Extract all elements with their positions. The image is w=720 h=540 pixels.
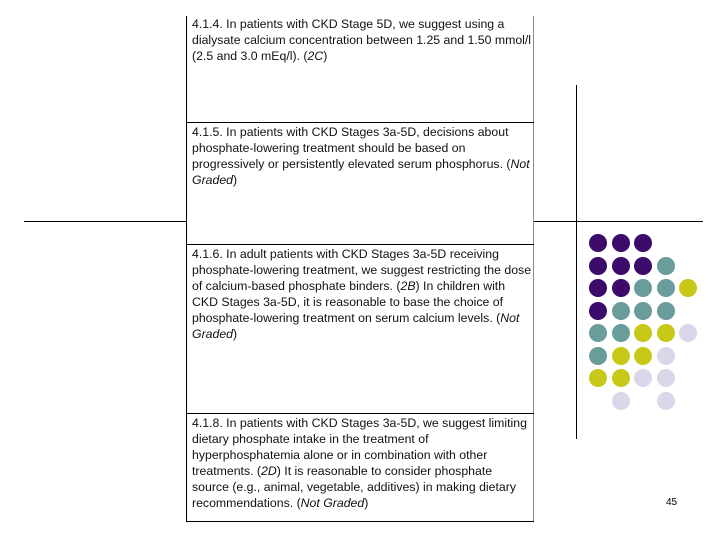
evidence-grade: Not Graded	[192, 311, 520, 341]
recommendation-text: )	[233, 327, 238, 341]
page-number: 45	[666, 497, 678, 508]
decorative-dot	[611, 369, 630, 387]
decorative-dot	[611, 234, 630, 252]
decorative-dot	[656, 369, 675, 387]
decorative-dot	[589, 234, 607, 252]
decorative-dot	[589, 346, 607, 365]
evidence-grade: 2D	[261, 464, 277, 478]
decorative-dot	[656, 346, 675, 365]
evidence-grade: 2B	[400, 279, 416, 293]
recommendation-4-1-5: 4.1.5. In patients with CKD Stages 3a-5D…	[192, 124, 532, 188]
decorative-dot	[634, 256, 652, 275]
vertical-rule-decor	[576, 85, 577, 439]
decorative-dot	[611, 391, 630, 410]
row-divider-bottom	[186, 521, 534, 522]
decorative-dot	[679, 324, 697, 342]
decorative-dot	[634, 324, 652, 342]
decorative-dot	[589, 301, 607, 320]
decorative-dot	[634, 301, 652, 320]
horizontal-rule-left	[24, 221, 186, 222]
evidence-grade: 2C	[307, 49, 324, 63]
decorative-dot	[611, 279, 630, 297]
recommendation-text: )	[323, 49, 328, 63]
decorative-dot	[589, 369, 607, 387]
decorative-dot	[589, 279, 607, 297]
decorative-dot	[611, 301, 630, 320]
evidence-grade: Not Graded	[300, 496, 365, 510]
recommendation-4-1-6: 4.1.6. In adult patients with CKD Stages…	[192, 246, 532, 342]
evidence-grade: Not Graded	[192, 157, 530, 187]
decorative-dot	[634, 369, 652, 387]
recommendation-text: )	[233, 173, 238, 187]
decorative-dot	[611, 256, 630, 275]
decorative-dot	[589, 256, 607, 275]
recommendation-4-1-4: 4.1.4. In patients with CKD Stage 5D, we…	[192, 16, 532, 64]
decorative-dot	[656, 279, 675, 297]
decorative-dot	[611, 346, 630, 365]
recommendation-text: )	[364, 496, 369, 510]
row-divider-1	[186, 122, 534, 123]
decorative-dot	[634, 346, 652, 365]
recommendation-text: 4.1.8. In patients with CKD Stages 3a-5D…	[192, 416, 527, 478]
row-divider-3	[186, 413, 534, 414]
decorative-dot	[656, 301, 675, 320]
decorative-dot	[656, 256, 675, 275]
recommendation-text: ) It is reasonable to consider phosphate…	[192, 464, 516, 510]
horizontal-rule-right	[534, 221, 703, 222]
recommendation-text: ) In children with CKD Stages 3a-5D, it …	[192, 279, 506, 325]
row-divider-2	[186, 244, 534, 245]
recommendation-4-1-8: 4.1.8. In patients with CKD Stages 3a-5D…	[192, 415, 532, 511]
decorative-dot	[611, 324, 630, 342]
recommendation-text: 4.1.6. In adult patients with CKD Stages…	[192, 247, 532, 293]
decorative-dot	[634, 234, 652, 252]
decorative-dot	[656, 391, 675, 410]
recommendation-text: 4.1.4. In patients with CKD Stage 5D, we…	[192, 17, 532, 63]
decorative-dot	[634, 279, 652, 297]
recommendation-text: 4.1.5. In patients with CKD Stages 3a-5D…	[192, 125, 511, 171]
table-rule-right	[533, 16, 534, 522]
table-rule-left	[186, 16, 187, 522]
decorative-dot	[679, 279, 697, 297]
decorative-dot	[589, 324, 607, 342]
decorative-dot	[656, 324, 675, 342]
